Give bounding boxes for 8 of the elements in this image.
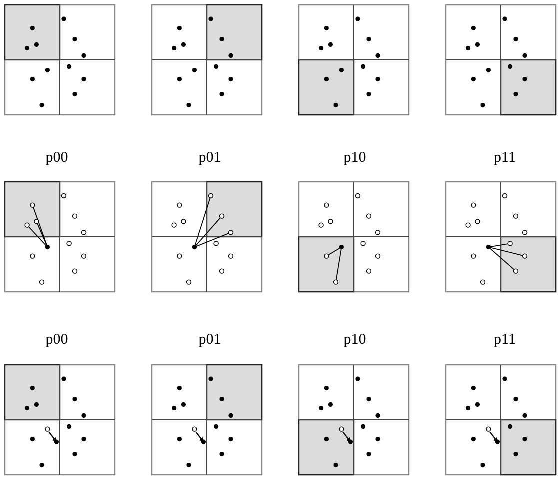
panel-label: p11 <box>494 149 516 167</box>
panel-label: p01 <box>198 331 222 349</box>
panel-label: p01 <box>198 149 222 167</box>
panel-label: p00 <box>46 331 68 349</box>
panel-label: p10 <box>344 149 366 167</box>
panel-label: p10 <box>344 331 366 349</box>
panel-label: p11 <box>494 331 516 349</box>
panel-label: p00 <box>46 149 68 167</box>
